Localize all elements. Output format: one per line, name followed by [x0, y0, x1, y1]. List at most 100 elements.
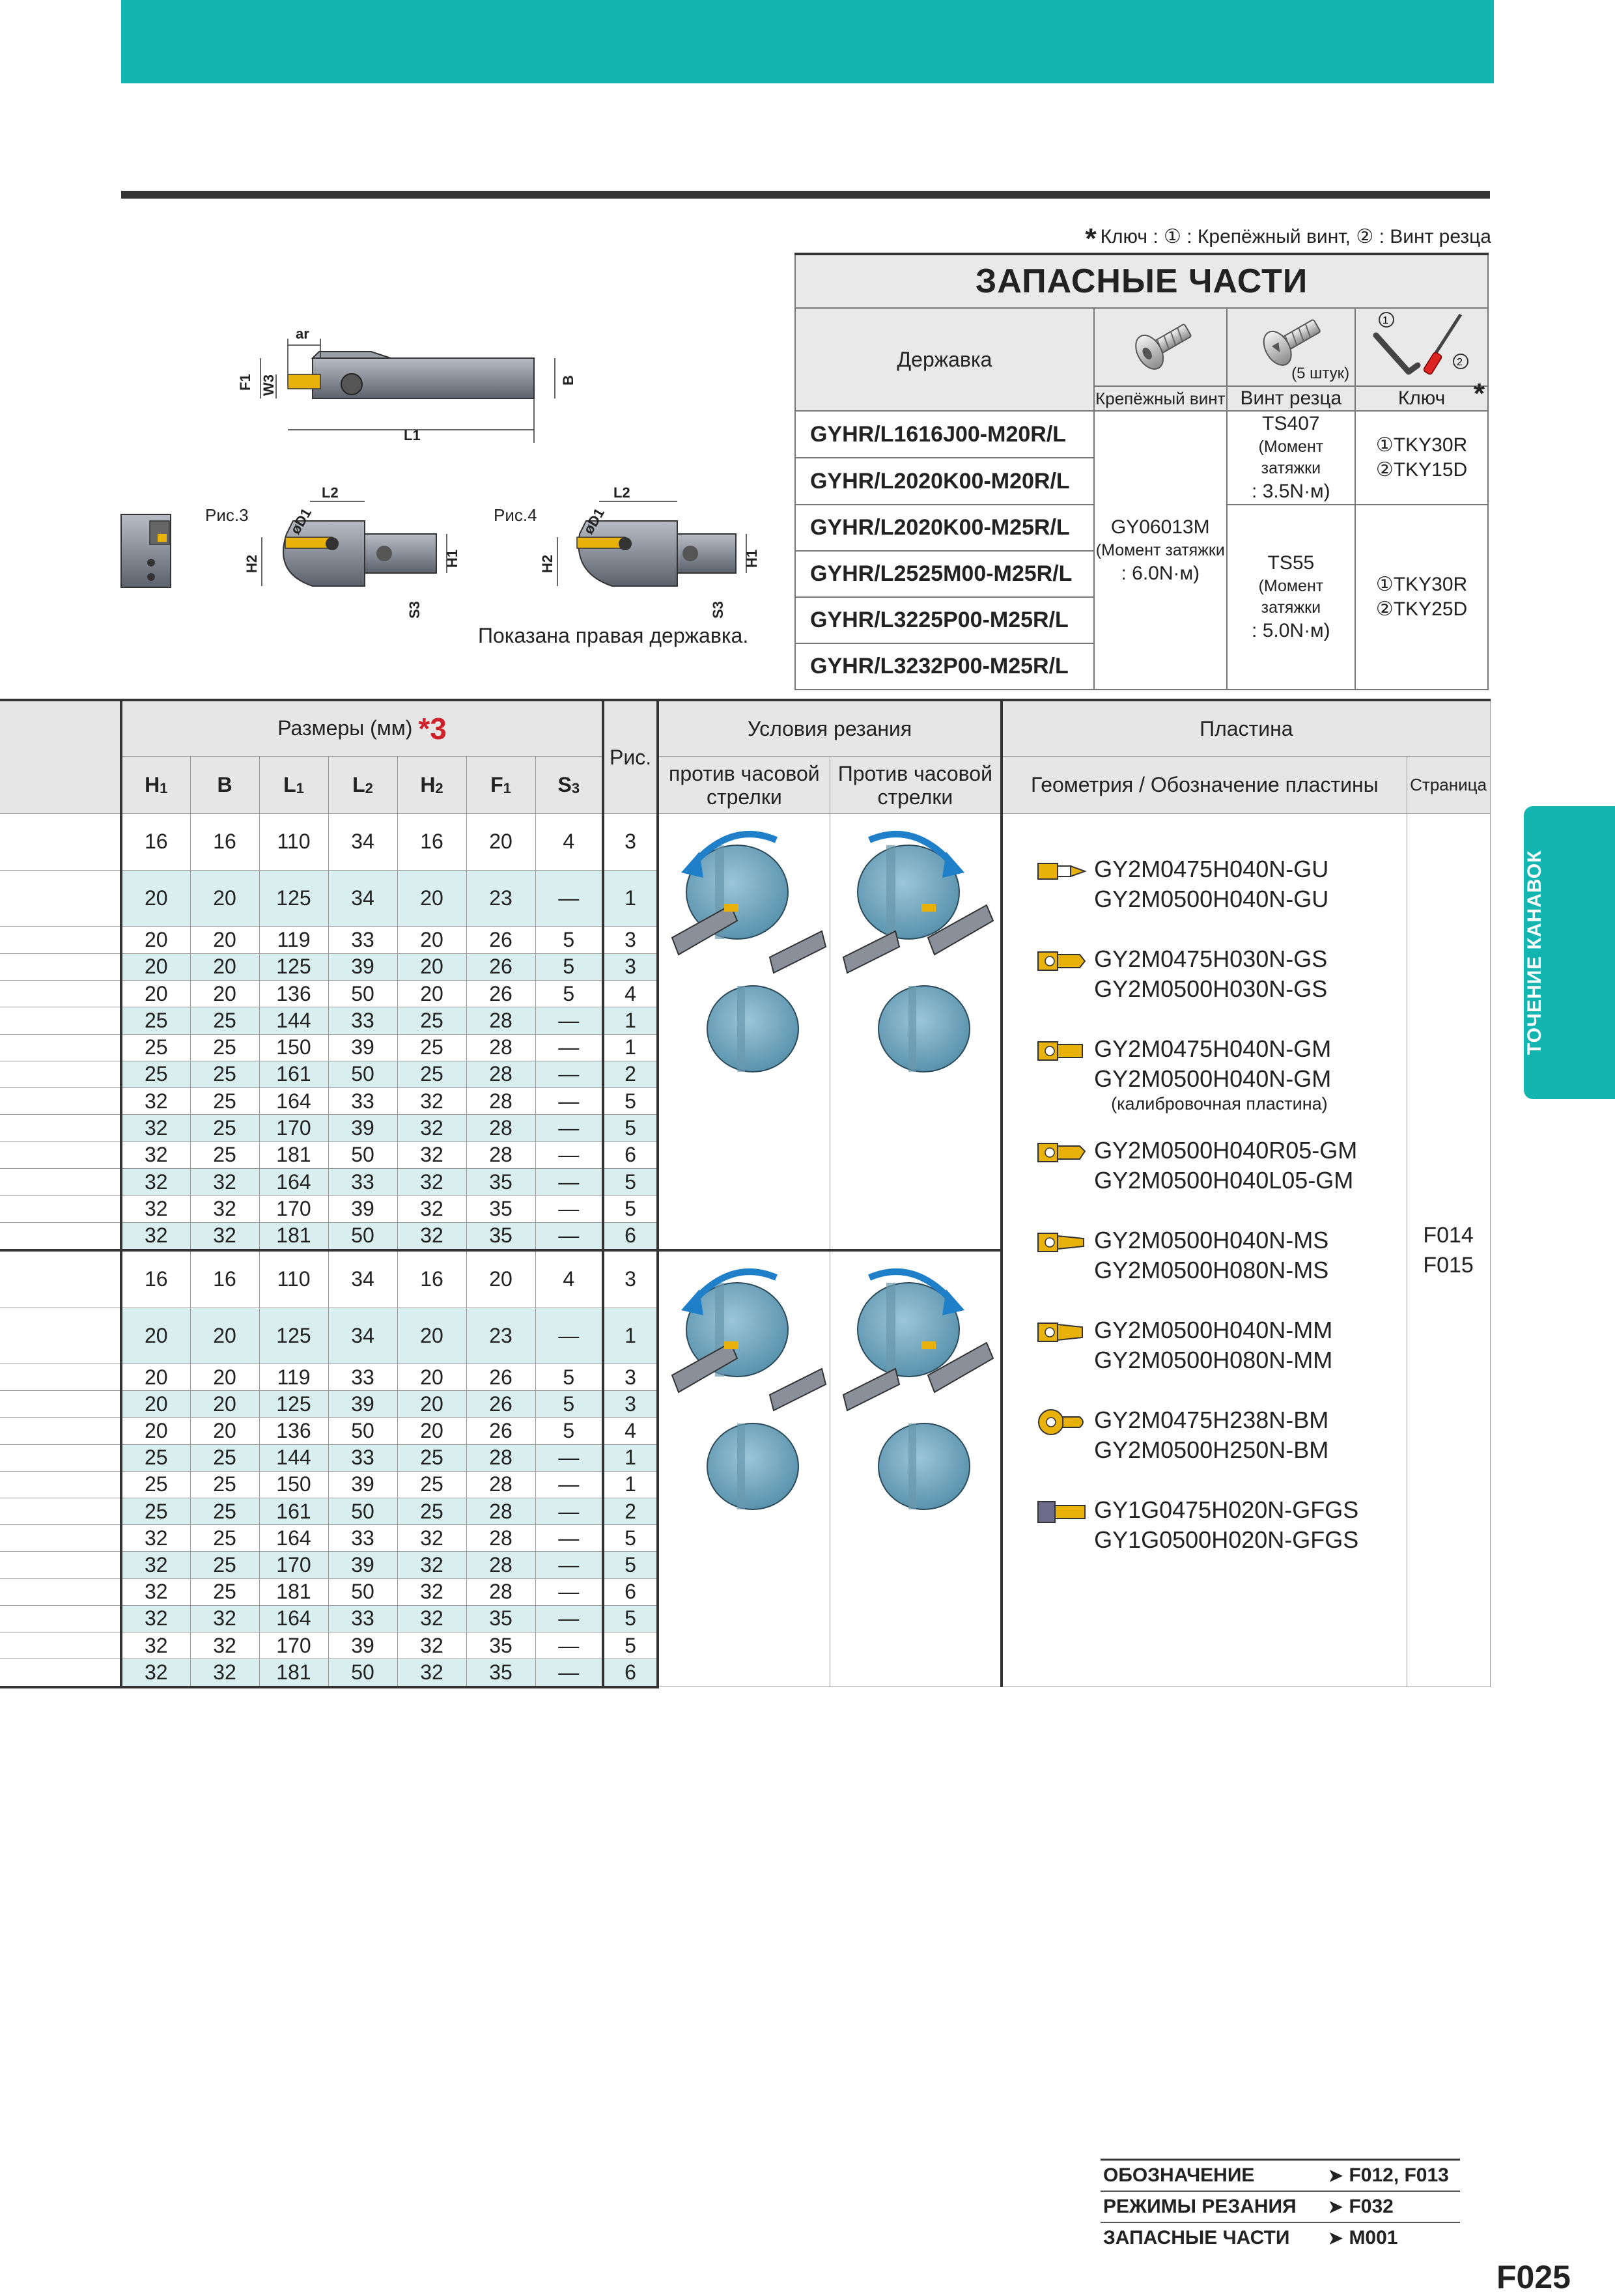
fig-number: 4 — [602, 979, 658, 1008]
dimension-value: 20 — [397, 1307, 467, 1365]
row-label-cell — [0, 1141, 122, 1169]
insert-shape-icon — [1037, 1041, 1084, 1061]
cutter-screw-cell-1: TS407 (Момент затяжки : 3.5N·м) — [1226, 410, 1356, 505]
row-label-cell — [0, 1390, 122, 1418]
dimension-value: 28 — [466, 1087, 536, 1115]
insert-code[interactable]: GY2M0475H040N-GU — [1094, 856, 1329, 882]
reference-page[interactable]: M001 — [1346, 2222, 1460, 2253]
dimension-value: 170 — [259, 1631, 329, 1660]
reference-row[interactable]: РЕЖИМЫ РЕЗАНИЯ ➤ F032 — [1101, 2191, 1460, 2222]
fig-number: 1 — [602, 1470, 658, 1499]
dimension-value: 110 — [259, 813, 329, 871]
insert-code[interactable]: GY2M0500H030N-GS — [1094, 975, 1328, 1002]
fig-number: 1 — [602, 1307, 658, 1365]
rotation-diagram — [671, 831, 827, 1072]
dimension-value: 25 — [190, 1444, 260, 1472]
insert-page-ref[interactable]: F015 — [1423, 1253, 1474, 1278]
insert-code[interactable]: GY1G0475H020N-GFGS — [1094, 1496, 1359, 1523]
row-label-cell — [0, 1195, 122, 1223]
insert-item[interactable]: GY2M0500H040N-MS GY2M0500H080N-MS — [1037, 1225, 1407, 1285]
key-code: ②TKY15D — [1375, 459, 1468, 481]
dimension-value: — — [535, 1470, 604, 1499]
key-code: ①TKY30R — [1375, 434, 1468, 456]
page-number: F025 — [1496, 2259, 1571, 2295]
dimension-value: 181 — [259, 1222, 329, 1251]
dimension-value: 32 — [120, 1524, 191, 1552]
dim-s3-text: S3 — [710, 601, 726, 619]
insert-page-ref[interactable]: F014 — [1423, 1223, 1474, 1248]
dims-star: *3 — [418, 712, 447, 746]
dimension-value: 16 — [190, 813, 260, 871]
column-header-l1: L1 — [259, 756, 329, 814]
dimension-value: 32 — [120, 1141, 191, 1169]
insert-code[interactable]: GY2M0500H040L05-GM — [1094, 1167, 1354, 1194]
insert-code[interactable]: GY2M0500H250N-BM — [1094, 1436, 1329, 1463]
insert-code[interactable]: GY2M0500H040N-GU — [1094, 886, 1329, 912]
insert-code[interactable]: GY2M0475H238N-BM — [1094, 1407, 1329, 1433]
fig-number: 3 — [602, 953, 658, 981]
dimension-value: — — [535, 1497, 604, 1526]
insert-item[interactable]: GY1G0475H020N-GFGS GY1G0500H020N-GFGS — [1037, 1495, 1407, 1555]
dimension-value: 5 — [535, 926, 604, 954]
insert-code[interactable]: GY2M0500H080N-MS — [1094, 1257, 1329, 1283]
reference-page[interactable]: F032 — [1346, 2191, 1460, 2222]
dimension-value: 28 — [466, 1114, 536, 1142]
insert-item[interactable]: GY2M0500H040N-MM GY2M0500H080N-MM — [1037, 1315, 1407, 1375]
reference-page[interactable]: F012, F013 — [1346, 2159, 1460, 2191]
dimension-value: — — [535, 1222, 604, 1251]
insert-code[interactable]: GY2M0500H040N-MM — [1094, 1317, 1333, 1343]
dimension-value: 28 — [466, 1141, 536, 1169]
insert-shape-icon — [1037, 1323, 1084, 1342]
row-label-cell — [0, 1524, 122, 1552]
reference-arrow-icon: ➤ — [1315, 2159, 1347, 2191]
blank-header — [0, 699, 122, 814]
dimension-value: 35 — [466, 1659, 536, 1688]
dimension-value: — — [535, 1659, 604, 1688]
insert-code[interactable]: GY2M0475H040N-GM — [1094, 1035, 1332, 1062]
dimension-value: 32 — [397, 1604, 467, 1632]
dimension-value: 35 — [466, 1195, 536, 1223]
cutter-screw-torque-value: : 5.0N·м) — [1252, 620, 1330, 641]
dimension-value: — — [535, 1524, 604, 1552]
dimension-value: 161 — [259, 1497, 329, 1526]
key-image: 1 2 — [1355, 307, 1489, 387]
dimension-value: 170 — [259, 1114, 329, 1142]
reference-row[interactable]: ЗАПАСНЫЕ ЧАСТИ ➤ M001 — [1101, 2222, 1460, 2253]
dimension-value: 28 — [466, 1060, 536, 1089]
dimension-value: 33 — [328, 1168, 398, 1196]
insert-item[interactable]: GY2M0475H238N-BM GY2M0500H250N-BM — [1037, 1405, 1407, 1465]
cutter-screw-torque-value: : 3.5N·м) — [1252, 481, 1330, 502]
row-label-cell — [0, 1444, 122, 1472]
reference-label: РЕЖИМЫ РЕЗАНИЯ — [1101, 2191, 1315, 2222]
clamp-screw-code: GY06013M — [1110, 516, 1210, 538]
holder-dimension-drawings: L1 ar F1 W3 B Рис.3 L2 øD1 H2 H1 S3 Рис.… — [120, 326, 760, 619]
dimension-value: 16 — [397, 1248, 467, 1308]
section-side-tab[interactable]: ТОЧЕНИЕ КАНАВОК — [1524, 806, 1615, 1099]
insert-item[interactable]: GY2M0475H030N-GS GY2M0500H030N-GS — [1037, 944, 1407, 1004]
insert-code[interactable]: GY2M0475H030N-GS — [1094, 945, 1328, 972]
reference-row[interactable]: ОБОЗНАЧЕНИЕ ➤ F012, F013 — [1101, 2159, 1460, 2191]
insert-code[interactable]: GY1G0500H020N-GFGS — [1094, 1526, 1359, 1553]
insert-code[interactable]: GY2M0500H040N-MS — [1094, 1227, 1329, 1253]
dimension-value: 32 — [397, 1551, 467, 1579]
dimension-value: 20 — [190, 1417, 260, 1445]
insert-code[interactable]: GY2M0500H080N-MM — [1094, 1347, 1333, 1373]
fig-number: 5 — [602, 1087, 658, 1115]
dimension-value: 32 — [397, 1659, 467, 1688]
dimension-value: 20 — [120, 1364, 191, 1392]
insert-code[interactable]: GY2M0500H040N-GM — [1094, 1065, 1332, 1092]
dimension-value: 32 — [120, 1551, 191, 1579]
dimension-value: 32 — [190, 1168, 260, 1196]
dimension-value: 32 — [120, 1604, 191, 1632]
insert-item[interactable]: GY2M0475H040N-GU GY2M0500H040N-GU — [1037, 854, 1407, 914]
dimension-value: 119 — [259, 926, 329, 954]
insert-item[interactable]: GY2M0500H040R05-GM GY2M0500H040L05-GM — [1037, 1136, 1407, 1196]
row-label-cell — [0, 1659, 122, 1688]
insert-code[interactable]: GY2M0500H040R05-GM — [1094, 1137, 1358, 1164]
